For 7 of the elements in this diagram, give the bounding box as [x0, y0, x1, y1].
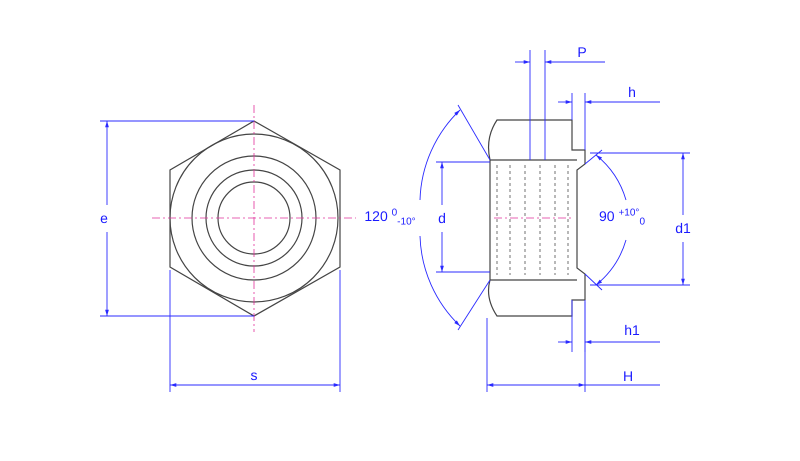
dimension-label: P — [577, 45, 587, 59]
dimension-label: s — [250, 368, 258, 382]
dimension-label: d — [438, 211, 446, 225]
dimension-label: h1 — [624, 323, 640, 337]
dimension-label: d1 — [675, 221, 691, 235]
dimension-label: h — [628, 85, 636, 99]
dimension-label: H — [622, 369, 634, 383]
